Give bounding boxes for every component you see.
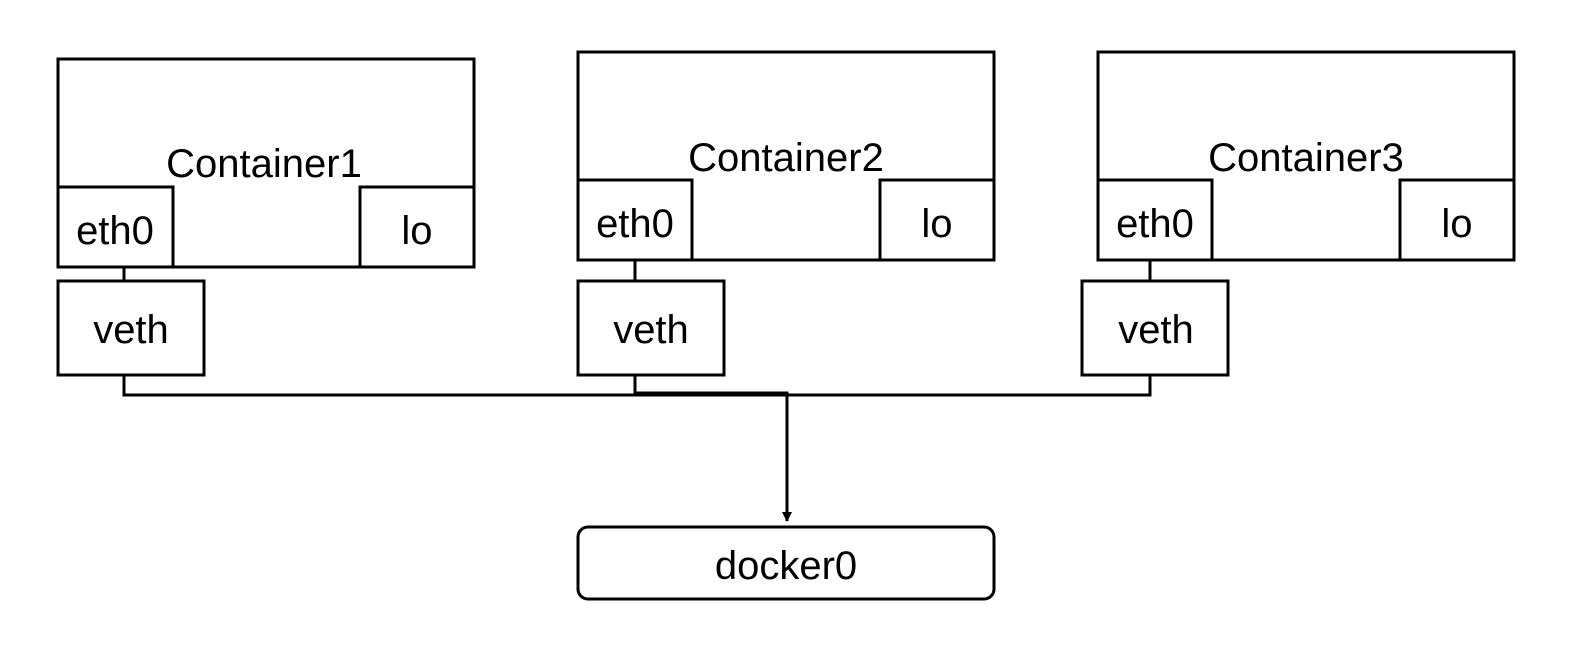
container-3-lo-label: lo xyxy=(1441,202,1472,246)
container-3-veth-box xyxy=(1080,279,1230,377)
docker0-bridge-label: docker0 xyxy=(715,544,857,588)
container-2-veth-box xyxy=(576,279,726,377)
container-1-veth-box xyxy=(56,279,206,377)
container-3-box xyxy=(1096,50,1516,262)
container-2-lo-label: lo xyxy=(921,202,952,246)
container-2-lo-box xyxy=(878,178,996,262)
container-1-lo-box xyxy=(358,185,476,269)
container-1: Container1 eth0 lo veth xyxy=(56,57,476,377)
container-1-title: Container1 xyxy=(166,142,362,186)
container-1-veth-label: veth xyxy=(93,308,169,352)
container-3-lo-box xyxy=(1398,178,1516,262)
docker0-bridge-box xyxy=(576,525,996,601)
container-2-title: Container2 xyxy=(688,136,884,180)
container-3-title: Container3 xyxy=(1208,136,1404,180)
veth-bus-line xyxy=(122,375,1152,397)
container-3-eth0-box xyxy=(1096,178,1214,262)
container-3-eth0-label: eth0 xyxy=(1116,202,1194,246)
container-2-veth-label: veth xyxy=(613,308,689,352)
bridge-arrow xyxy=(636,391,792,522)
container-1-eth0-label: eth0 xyxy=(76,209,154,253)
container-2-eth0-label: eth0 xyxy=(596,202,674,246)
container-1-box xyxy=(56,57,476,269)
container-3: Container3 eth0 lo veth xyxy=(1080,50,1516,377)
container-2: Container2 eth0 lo veth xyxy=(576,50,996,377)
container-3-veth-label: veth xyxy=(1118,308,1194,352)
container-1-lo-label: lo xyxy=(401,209,432,253)
container-2-box xyxy=(576,50,996,262)
container-1-eth0-box xyxy=(56,185,175,269)
